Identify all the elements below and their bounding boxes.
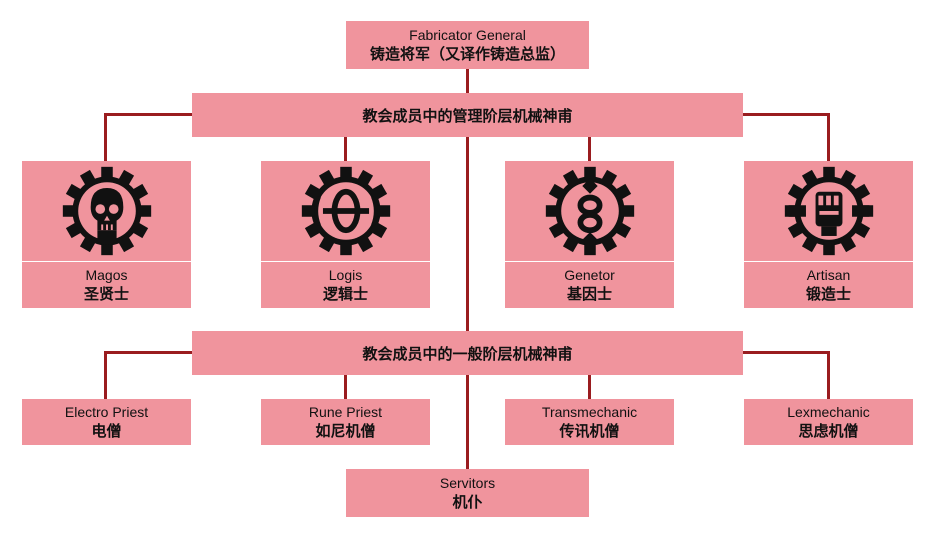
skull-gear-icon <box>22 161 191 261</box>
connector-lower-rune-v <box>344 375 347 399</box>
connector-upper-right-h <box>742 113 830 116</box>
role-name-zh: 锻造士 <box>805 285 851 303</box>
role-name-en: Genetor <box>564 267 615 283</box>
role-name-zh: 电僧 <box>91 422 122 440</box>
upper-tier-label: 教会成员中的管理阶层机械神甫 <box>362 106 573 125</box>
role-name-zh: 如尼机僧 <box>315 422 376 440</box>
connector-upper-logis-v <box>344 137 347 161</box>
connector-lower-right-v <box>827 351 830 399</box>
role-box-electro-priest: Electro Priest 电僧 <box>22 399 191 445</box>
fabricator-general-en: Fabricator General <box>409 27 526 43</box>
role-name-en: Artisan <box>806 267 851 283</box>
connector-lower-right-h <box>742 351 830 354</box>
lower-tier-label: 教会成员中的一般阶层机械神甫 <box>362 344 573 363</box>
fabricator-general-zh: 铸造将军（又译作铸造总监） <box>369 45 565 63</box>
servitors-box: Servitors 机仆 <box>346 469 589 517</box>
fist-gear-icon <box>744 161 913 261</box>
connector-spine <box>466 137 469 469</box>
role-box-rune-priest: Rune Priest 如尼机僧 <box>261 399 430 445</box>
role-box-lexmechanic: Lexmechanic 思虑机僧 <box>744 399 913 445</box>
servitors-en: Servitors <box>439 475 496 491</box>
role-name-zh: 思虑机僧 <box>798 422 859 440</box>
role-name-en: Lexmechanic <box>787 404 870 420</box>
lower-tier-band: 教会成员中的一般阶层机械神甫 <box>192 331 743 375</box>
role-name-zh: 传讯机僧 <box>559 422 620 440</box>
connector-lower-left-h <box>104 351 192 354</box>
connector-upper-right-v <box>827 113 830 161</box>
connector-upper-left-v <box>104 113 107 161</box>
connector-upper-genetor-v <box>588 137 591 161</box>
role-name-en: Magos <box>85 267 128 283</box>
role-name-en: Electro Priest <box>64 404 149 420</box>
role-card-artisan: Artisan 锻造士 <box>744 161 913 308</box>
role-name-en: Rune Priest <box>308 404 383 420</box>
role-box-transmechanic: Transmechanic 传讯机僧 <box>505 399 674 445</box>
role-name-zh: 逻辑士 <box>322 285 368 303</box>
upper-tier-band: 教会成员中的管理阶层机械神甫 <box>192 93 743 137</box>
role-name-zh: 圣贤士 <box>83 285 129 303</box>
servitors-zh: 机仆 <box>452 493 483 511</box>
helix-gear-icon <box>505 161 674 261</box>
theta-gear-icon <box>261 161 430 261</box>
role-name-en: Transmechanic <box>541 404 638 420</box>
role-card-genetor: Genetor 基因士 <box>505 161 674 308</box>
role-name-zh: 基因士 <box>566 285 612 303</box>
role-card-logis: Logis 逻辑士 <box>261 161 430 308</box>
role-card-magos: Magos 圣贤士 <box>22 161 191 308</box>
connector-lower-left-v <box>104 351 107 399</box>
role-name-en: Logis <box>328 267 363 283</box>
fabricator-general-box: Fabricator General 铸造将军（又译作铸造总监） <box>346 21 589 69</box>
connector-top-to-upper <box>466 69 469 93</box>
connector-upper-left-h <box>104 113 192 116</box>
connector-lower-trans-v <box>588 375 591 399</box>
